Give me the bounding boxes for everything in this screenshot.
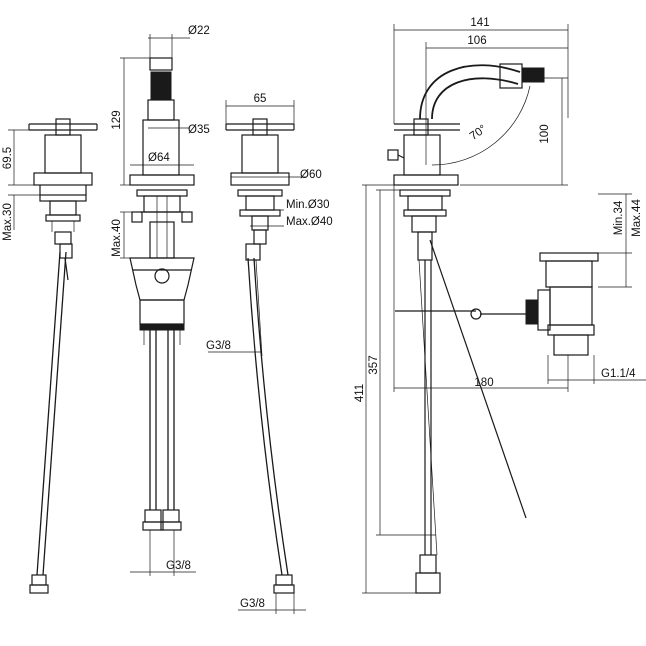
dim-141: 141: [470, 17, 489, 29]
dim-100: 100: [539, 124, 551, 143]
spout-front-view: [120, 34, 196, 576]
dim-min-34: Min.34: [613, 200, 625, 235]
dim-max-30: Max.30: [2, 203, 14, 241]
left-valve-view: [8, 118, 98, 594]
dim-69-5: 69.5: [2, 147, 14, 169]
dim-diameter-22: Ø22: [188, 25, 210, 37]
dim-180: 180: [474, 377, 493, 389]
dim-diameter-64: Ø64: [148, 152, 170, 164]
dim-max-44: Max.44: [631, 199, 643, 237]
dim-g38-bottom: G3/8: [240, 598, 265, 610]
dim-max-diameter-40: Max.Ø40: [286, 216, 333, 228]
dim-411: 411: [354, 384, 366, 402]
dim-g1-1-4: G1.1/4: [601, 368, 636, 380]
dim-g38-spout: G3/8: [166, 560, 191, 572]
dim-g38-right: G3/8: [206, 340, 231, 352]
right-valve-view: [208, 100, 306, 614]
dim-angle-70: 70°: [468, 123, 489, 143]
dim-129: 129: [111, 110, 123, 129]
dim-max-40: Max.40: [111, 219, 123, 257]
dim-106: 106: [467, 35, 486, 47]
dim-diameter-35: Ø35: [188, 124, 210, 136]
dim-357: 357: [368, 355, 380, 374]
dim-diameter-60: Ø60: [300, 169, 322, 181]
dim-65: 65: [254, 93, 267, 105]
side-view: [362, 24, 646, 594]
dim-min-diameter-30: Min.Ø30: [286, 199, 329, 211]
